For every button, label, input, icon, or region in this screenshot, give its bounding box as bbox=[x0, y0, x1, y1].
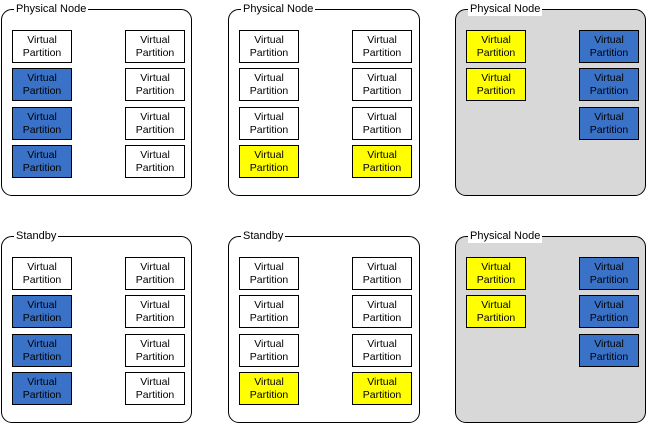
virtual-partition: Virtual Partition bbox=[466, 257, 526, 290]
virtual-partition: Virtual Partition bbox=[579, 257, 639, 290]
node-label: Standby bbox=[241, 229, 286, 243]
virtual-partition: Virtual Partition bbox=[12, 334, 72, 367]
virtual-partition: Virtual Partition bbox=[352, 372, 412, 405]
virtual-partition: Virtual Partition bbox=[12, 295, 72, 328]
virtual-partition: Virtual Partition bbox=[466, 295, 526, 328]
virtual-partition: Virtual Partition bbox=[466, 30, 526, 63]
virtual-partition: Virtual Partition bbox=[352, 107, 412, 140]
virtual-partition: Virtual Partition bbox=[125, 372, 185, 405]
virtual-partition: Virtual Partition bbox=[12, 145, 72, 178]
virtual-partition: Virtual Partition bbox=[579, 295, 639, 328]
virtual-partition: Virtual Partition bbox=[125, 107, 185, 140]
virtual-partition: Virtual Partition bbox=[12, 30, 72, 63]
virtual-partition: Virtual Partition bbox=[352, 257, 412, 290]
virtual-partition: Virtual Partition bbox=[239, 107, 299, 140]
virtual-partition: Virtual Partition bbox=[125, 295, 185, 328]
virtual-partition: Virtual Partition bbox=[352, 145, 412, 178]
node-label: Standby bbox=[14, 229, 59, 243]
virtual-partition: Virtual Partition bbox=[239, 295, 299, 328]
node-label: Physical Node bbox=[468, 2, 543, 16]
virtual-partition: Virtual Partition bbox=[12, 68, 72, 101]
virtual-partition: Virtual Partition bbox=[352, 295, 412, 328]
virtual-partition: Virtual Partition bbox=[239, 30, 299, 63]
virtual-partition: Virtual Partition bbox=[125, 30, 185, 63]
virtual-partition: Virtual Partition bbox=[125, 257, 185, 290]
virtual-partition: Virtual Partition bbox=[579, 68, 639, 101]
virtual-partition: Virtual Partition bbox=[125, 334, 185, 367]
virtual-partition: Virtual Partition bbox=[352, 30, 412, 63]
virtual-partition: Virtual Partition bbox=[352, 68, 412, 101]
virtual-partition: Virtual Partition bbox=[579, 107, 639, 140]
virtual-partition: Virtual Partition bbox=[579, 334, 639, 367]
virtual-partition: Virtual Partition bbox=[352, 334, 412, 367]
virtual-partition: Virtual Partition bbox=[12, 257, 72, 290]
node-label: Physical Node bbox=[241, 2, 316, 16]
node-label: Physical Node bbox=[468, 229, 543, 243]
virtual-partition: Virtual Partition bbox=[466, 68, 526, 101]
virtual-partition: Virtual Partition bbox=[12, 372, 72, 405]
virtual-partition: Virtual Partition bbox=[239, 145, 299, 178]
virtual-partition: Virtual Partition bbox=[12, 107, 72, 140]
virtual-partition: Virtual Partition bbox=[239, 372, 299, 405]
virtual-partition: Virtual Partition bbox=[239, 68, 299, 101]
virtual-partition: Virtual Partition bbox=[579, 30, 639, 63]
virtual-partition: Virtual Partition bbox=[239, 334, 299, 367]
node-label: Physical Node bbox=[14, 2, 89, 16]
virtual-partition: Virtual Partition bbox=[125, 145, 185, 178]
virtual-partition: Virtual Partition bbox=[125, 68, 185, 101]
virtual-partition: Virtual Partition bbox=[239, 257, 299, 290]
